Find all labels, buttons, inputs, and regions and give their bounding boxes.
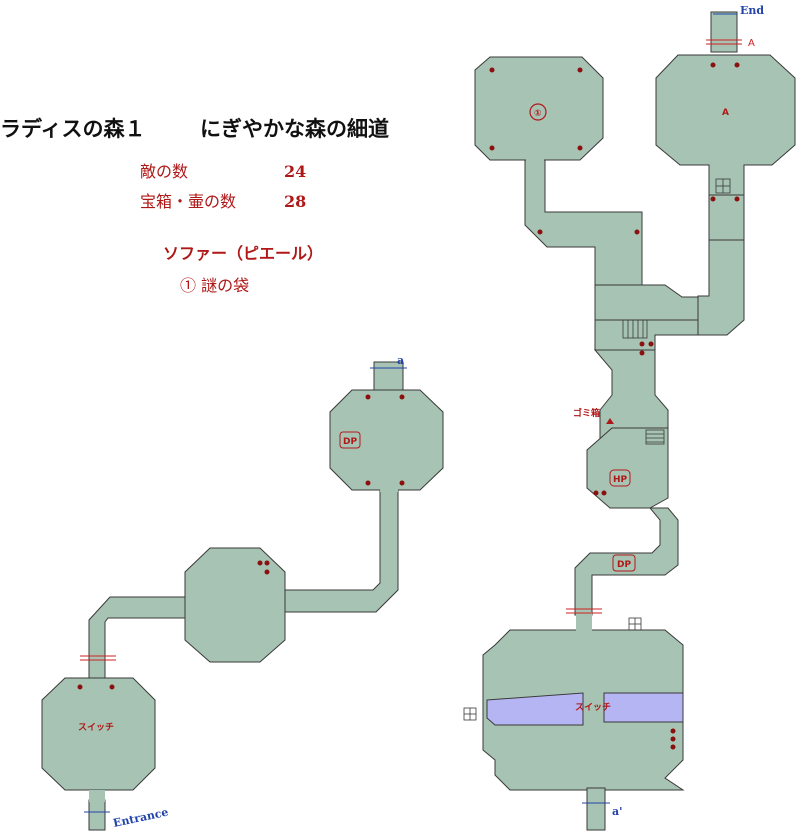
dp-label-east: DP [617,560,631,570]
enemy-marker [257,560,263,566]
enemy-marker [577,145,583,151]
hp-label: HP [613,475,628,485]
grate-icon [715,178,731,194]
chest-count-label: 宝箱・壷の数 [140,192,236,211]
enemy-marker [365,394,371,400]
switch-room-east-joint [576,612,592,632]
enemy-marker [593,490,599,496]
enemy-marker [399,480,405,486]
enemy-marker [489,145,495,151]
dp-badge-west [339,431,361,449]
enemy-count-value: 24 [284,162,306,181]
circle-one-badge [529,103,547,121]
enemy-marker [264,560,270,566]
enemy-marker [489,67,495,73]
water-pool-right [603,692,684,723]
grate-icon [463,707,477,721]
area-subtitle: にぎやかな森の細道 [200,116,389,141]
exit-label-a: a [397,354,404,367]
mid-corridor [593,349,669,442]
circle-one-label: ① [534,109,542,119]
north-corridor [279,489,399,613]
enemy-marker [77,684,83,690]
enemy-marker [264,569,270,575]
stairs-icon [622,319,648,339]
a-prime-corridor [586,787,606,831]
switch-label-west: スイッチ [78,722,114,733]
enemy-marker [710,196,716,202]
door-label-a: A [748,38,755,49]
dp-room-west [329,389,444,491]
end-corridor [710,11,738,53]
enemy-marker [670,728,676,734]
switch-label-east: スイッチ [575,702,611,713]
enemy-marker [734,62,740,68]
winding-corridor-west [524,159,643,286]
dp-room-joint [380,488,398,492]
enemy-marker [710,62,716,68]
enemy-marker [399,394,405,400]
enemy-marker [670,744,676,750]
water-pool-left [486,692,584,726]
exit-label-a-prime: a' [612,805,623,818]
entrance-label: Entrance [112,806,170,830]
grate-icon [628,617,642,631]
enemy-marker [639,350,645,356]
stairs-icon [645,429,665,445]
chest-count-value: 28 [284,192,306,211]
enemy-marker [648,341,654,347]
room-a-label: A [722,108,729,118]
west-corridor [88,596,201,691]
entrance-corridor [88,799,106,831]
hp-badge [609,469,631,487]
enemy-count-label: 敵の数 [140,162,188,181]
enemy-marker [639,341,645,347]
room-circle-one [474,56,604,161]
character-item: ① 謎の袋 [180,276,249,295]
hp-room [586,427,669,509]
trash-icon [606,418,614,424]
character-heading: ソファー（ピエール） [163,244,323,263]
enemy-marker [670,736,676,742]
area-title: ラディスの森１ [0,116,146,141]
switch-room-west [41,677,156,791]
end-label: End [740,4,764,17]
enemy-marker [601,490,607,496]
dp-badge-east [612,554,636,572]
octagon-room-center [184,547,286,663]
enemy-marker [537,229,543,235]
entrance-corridor-joint [89,790,105,802]
enemy-marker [577,67,583,73]
room-circle-one-joint [526,158,544,162]
enemy-marker [109,684,115,690]
enemy-marker [634,229,640,235]
enemy-marker [365,480,371,486]
enemy-marker [734,196,740,202]
trash-label: ゴミ箱 [573,407,600,419]
dp-label-west: DP [343,437,357,447]
junction-block [594,284,699,351]
